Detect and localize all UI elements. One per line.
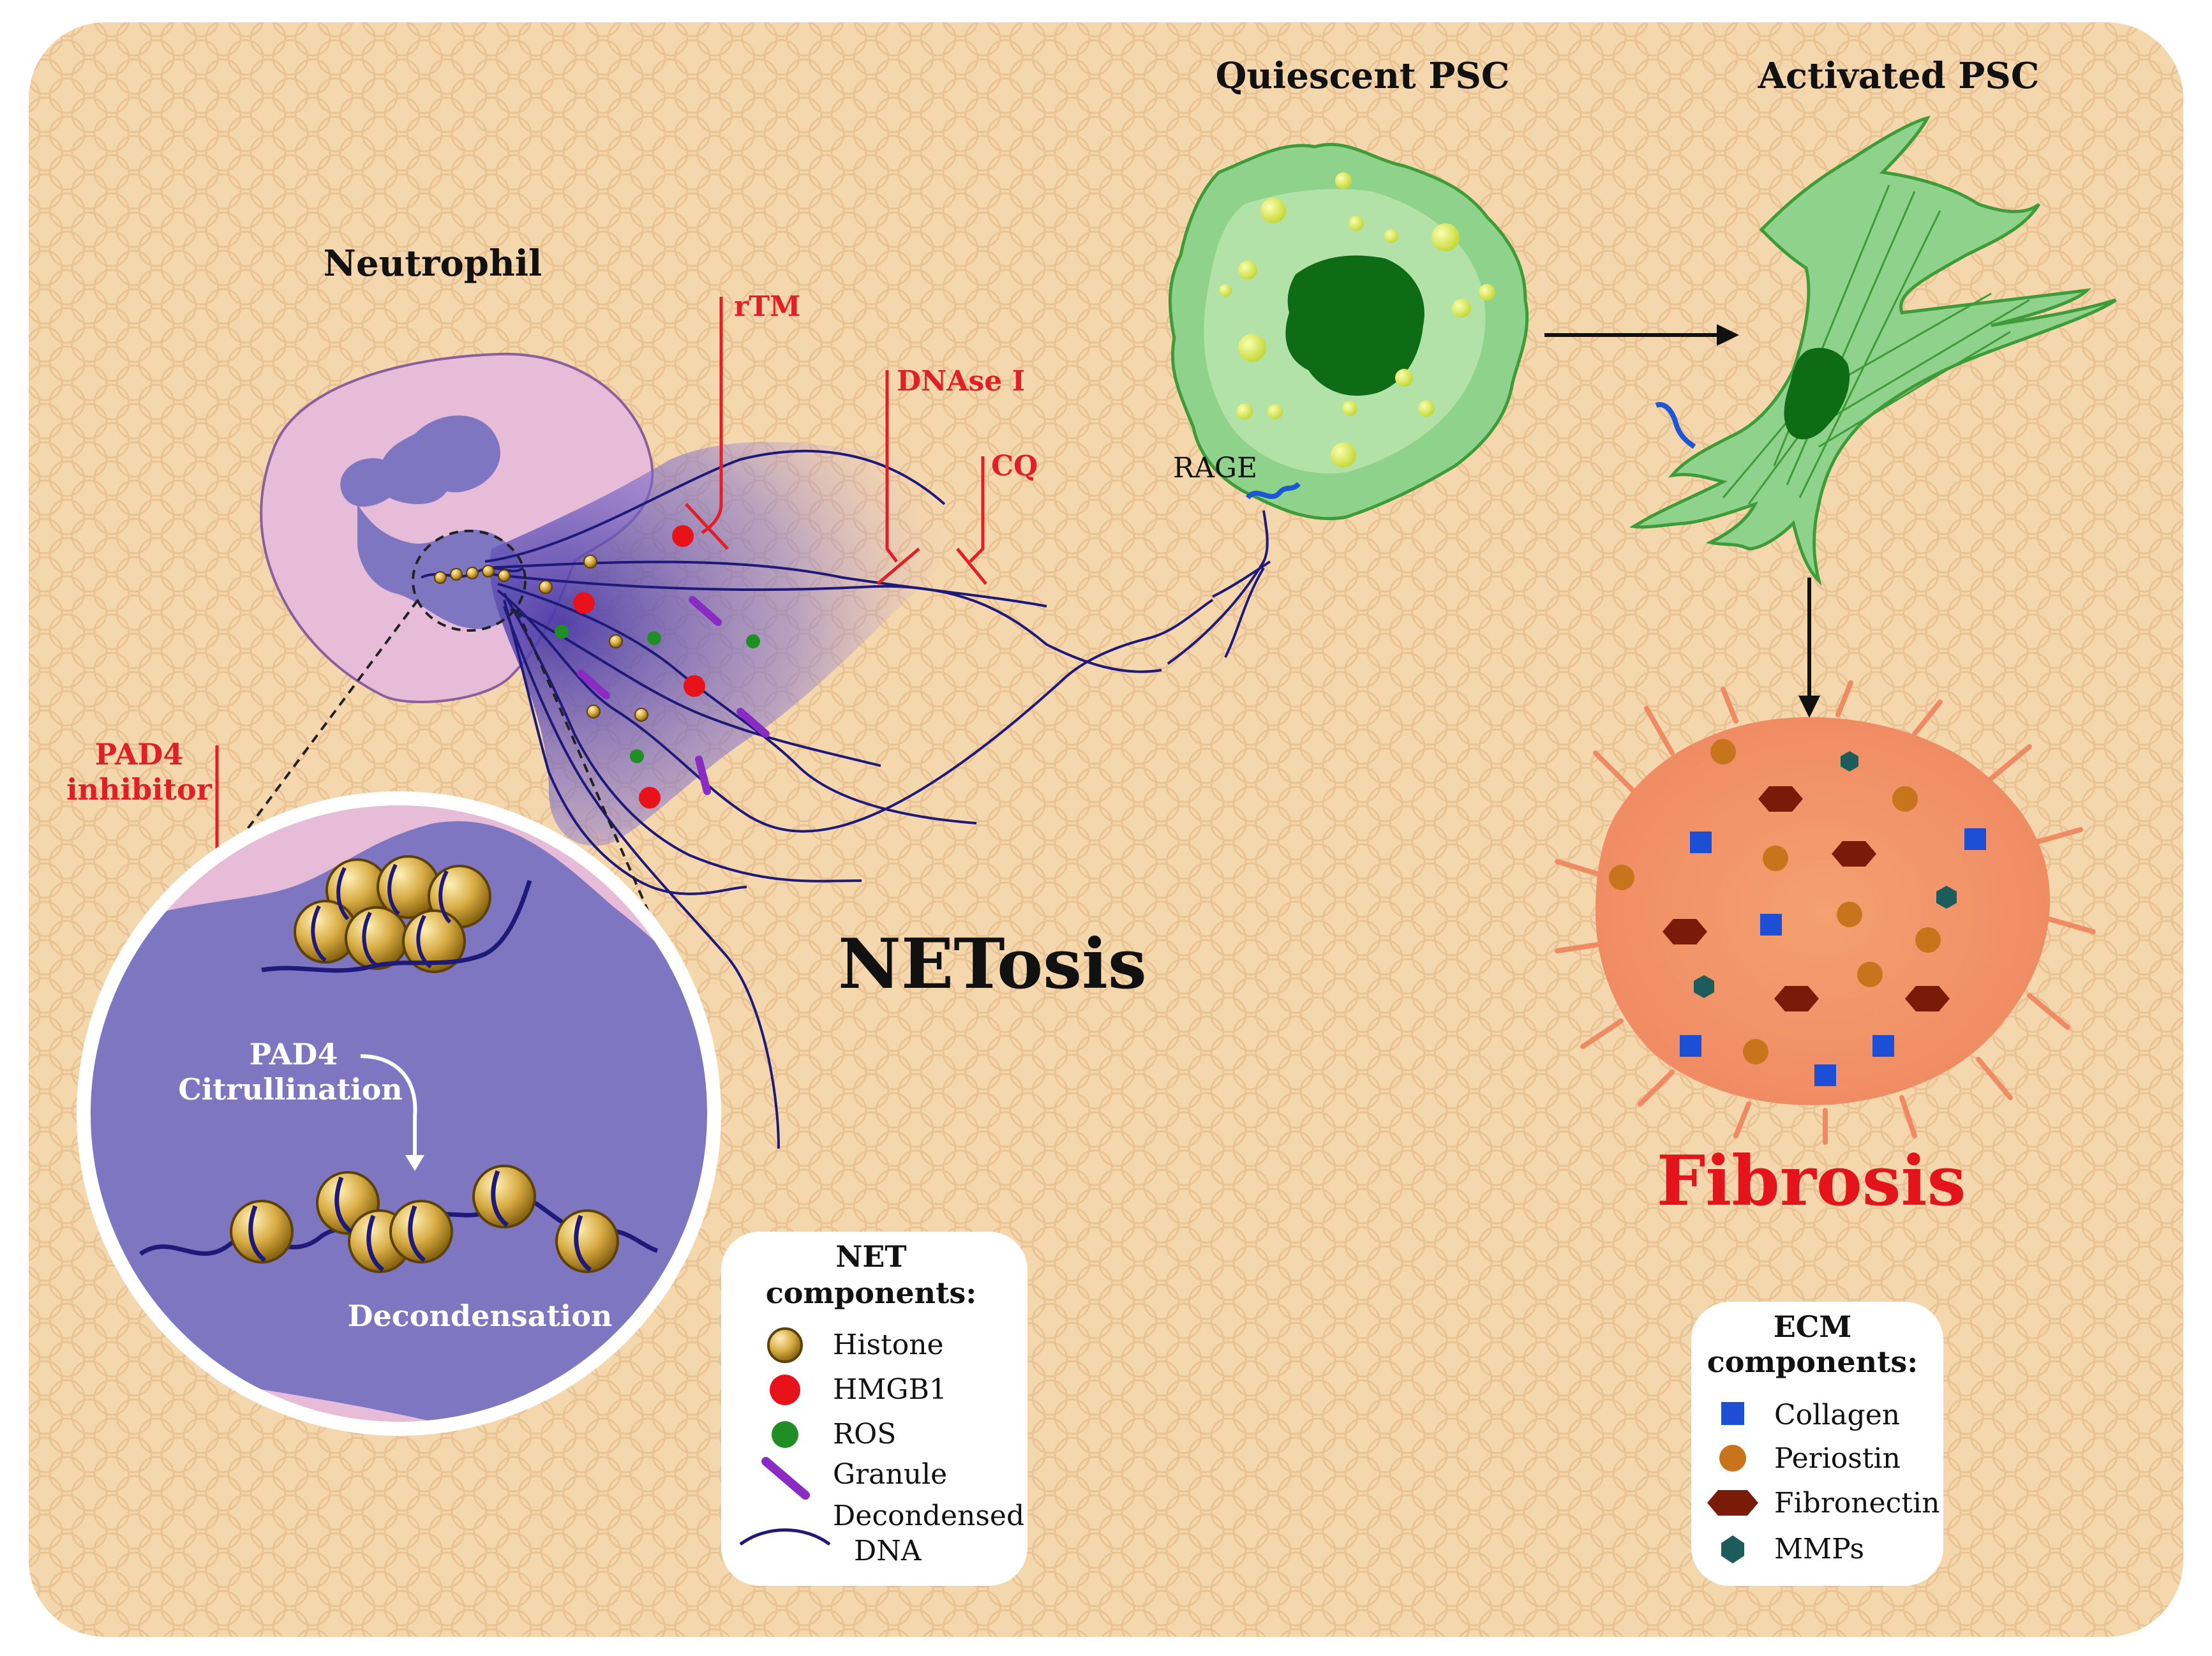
- collagen-icon: [1721, 1402, 1744, 1425]
- net-legend-ros: ROS: [833, 1418, 896, 1451]
- periostin-icon: [1719, 1445, 1746, 1472]
- granule-particle: [577, 669, 610, 699]
- quiescent-psc-cell: [1168, 142, 1529, 521]
- granule-icon: [761, 1457, 810, 1500]
- net-cloud: [489, 442, 957, 846]
- dnase-label: DNAse I: [897, 365, 1025, 398]
- net-legend-hmgb1: HMGB1: [833, 1373, 947, 1406]
- cq-inhibitor-line: [969, 456, 985, 563]
- net-legend-granule: Granule: [833, 1458, 947, 1491]
- neutrophil-label: Neutrophil: [324, 242, 542, 285]
- ros-particle: [555, 625, 569, 639]
- histone-particle: [634, 708, 648, 722]
- net-particles: [539, 525, 770, 809]
- zoom-circle: [77, 791, 721, 1436]
- condensed-chromatin: [261, 855, 532, 973]
- ros-icon: [772, 1421, 798, 1448]
- net-legend-title-line1: NET: [835, 1239, 906, 1274]
- granule-particle: [736, 708, 770, 738]
- psc-receptor: [1655, 402, 1696, 449]
- hmgb1-particle: [573, 592, 595, 614]
- pad4-label-line1: PAD4: [250, 1037, 338, 1071]
- histone-particle: [583, 555, 597, 569]
- net-components-legend: NET components: Histone HMGB1 ROS Granul…: [721, 1232, 1028, 1586]
- netosis-label: NETosis: [838, 924, 1147, 1004]
- neutrophil-cell: [260, 352, 654, 703]
- granule-particle: [689, 596, 722, 626]
- histone-particle: [587, 705, 601, 719]
- fibrosis-ecm-elements: [1609, 739, 1986, 1086]
- psc-vesicles: [1219, 172, 1495, 468]
- fibrosis-mass: [1555, 680, 2096, 1145]
- pad4-inhibitor-label-line1: PAD4: [95, 737, 184, 772]
- rage-label: RAGE: [1173, 452, 1257, 484]
- pad4-label-line2: Citrullination: [178, 1072, 403, 1107]
- rtm-label: rTM: [734, 290, 801, 323]
- ros-particle: [746, 634, 760, 648]
- fibronectin-icon: [1707, 1490, 1758, 1516]
- net-legend-dna-line2: DNA: [854, 1535, 922, 1567]
- ecm-legend-title-line2: components:: [1707, 1345, 1918, 1379]
- activation-arrowhead: [1717, 324, 1739, 346]
- ros-particle: [630, 749, 644, 763]
- decondensation-label: Decondensation: [348, 1299, 613, 1333]
- nucleus-chromatin: [412, 530, 527, 632]
- histone-icon: [767, 1327, 803, 1363]
- net-legend-title-line2: components:: [766, 1276, 977, 1310]
- ecm-legend-title-line1: ECM: [1774, 1309, 1852, 1344]
- dnase-inhibitor-line: [885, 370, 898, 563]
- histone-particle: [539, 580, 553, 594]
- quiescent-psc-label: Quiescent PSC: [1216, 55, 1510, 97]
- pad4-inhibitor-label-line2: inhibitor: [66, 772, 212, 807]
- ecm-legend-periostin: Periostin: [1774, 1442, 1901, 1475]
- ecm-components-legend: ECM components: Collagen Periostin Fibro…: [1691, 1302, 1943, 1586]
- mmps-icon: [1721, 1535, 1744, 1563]
- activated-psc-cell: [1629, 116, 2117, 586]
- zoom-region-outline: [412, 530, 527, 632]
- ecm-legend-collagen: Collagen: [1774, 1399, 1900, 1431]
- hmgb1-particle: [672, 525, 694, 547]
- hmgb1-particle: [684, 675, 705, 697]
- hmgb1-icon: [770, 1375, 800, 1405]
- ros-particle: [647, 631, 661, 645]
- hmgb1-particle: [639, 787, 661, 809]
- fibrosis-arrowhead: [1798, 696, 1820, 718]
- histone-particle: [609, 634, 623, 648]
- rage-receptor: [1245, 482, 1301, 500]
- dna-icon: [739, 1528, 831, 1546]
- cq-label: CQ: [991, 450, 1038, 482]
- ecm-legend-fibronectin: Fibronectin: [1774, 1487, 1939, 1519]
- ecm-legend-mmps: MMPs: [1774, 1533, 1864, 1565]
- decondensed-chromatin: [138, 1165, 659, 1273]
- net-legend-histone: Histone: [833, 1329, 944, 1361]
- fibrosis-label: Fibrosis: [1657, 1141, 1966, 1221]
- rtm-inhibitor-line: [701, 297, 723, 535]
- activated-psc-label: Activated PSC: [1758, 55, 2040, 97]
- net-legend-dna-line1: Decondensed: [833, 1500, 1024, 1532]
- granule-particle: [695, 756, 711, 795]
